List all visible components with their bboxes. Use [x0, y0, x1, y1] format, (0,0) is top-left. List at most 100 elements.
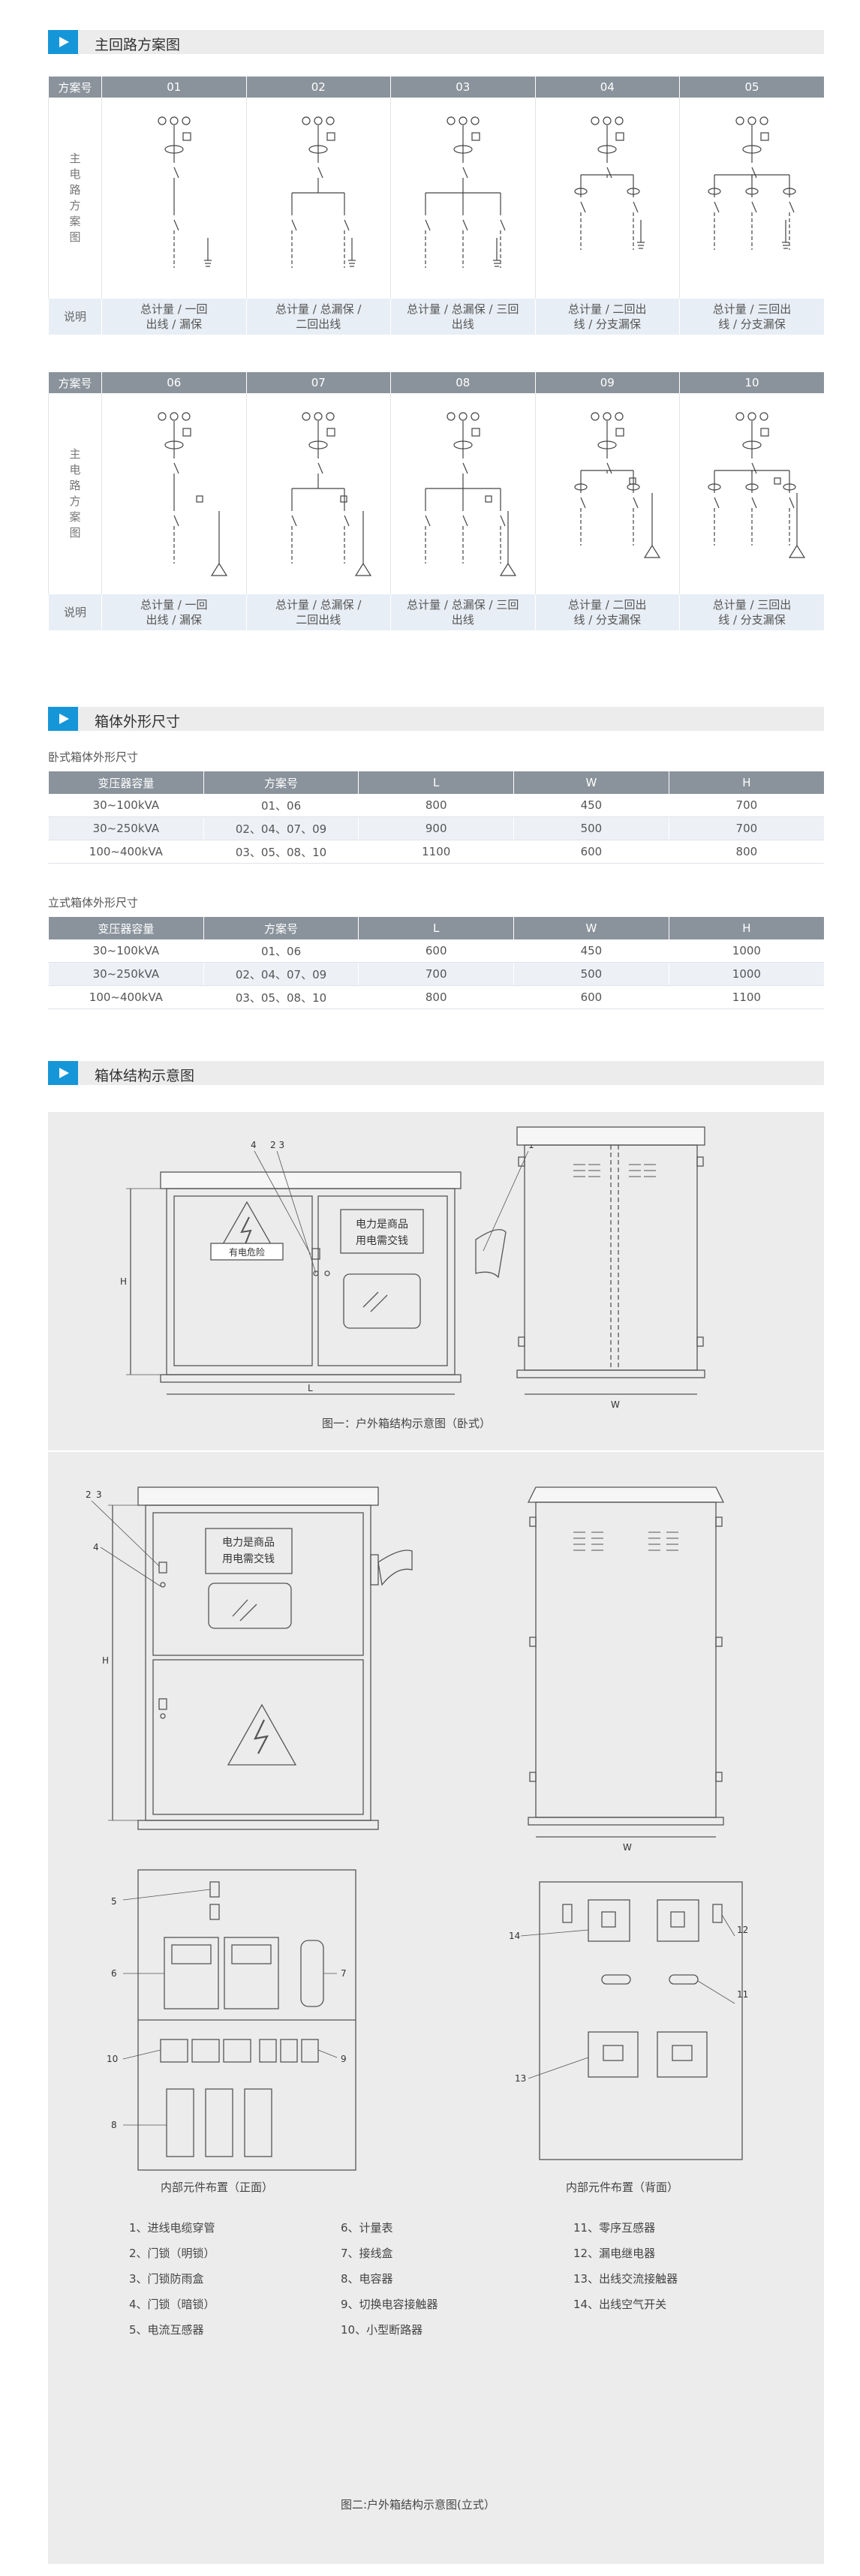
col-header: L — [358, 771, 514, 794]
front-internal-layout: 5 6 7 8 9 10 — [107, 1869, 356, 2171]
cell: 700 — [668, 816, 824, 840]
play-icon — [48, 707, 78, 731]
structure-drawings: 电力是商品 用电需交钱 有电危险 H L 4 2 3 1 — [48, 1126, 824, 2171]
circuit-lines — [425, 116, 506, 268]
door-sign-line2: 用电需交钱 — [356, 1234, 408, 1247]
svg-text:H: H — [102, 1655, 109, 1666]
cell: 800 — [358, 985, 514, 1009]
col-header: 方案号 — [203, 917, 359, 939]
legend-item: 6、计量表 — [341, 2221, 393, 2235]
scheme-number: 07 — [245, 372, 391, 393]
table-row: 100~400kVA 03、05、08、10 1100 600 800 — [48, 840, 824, 864]
cell: 03、05、08、10 — [203, 985, 359, 1009]
legend-item: 7、接线盒 — [341, 2247, 393, 2260]
vertical-dimension-table: 变压器容量 方案号 L W H 30~100kVA 01、06 600 450 … — [48, 917, 824, 1009]
col-header: H — [668, 917, 824, 939]
circuit-diagram-10 — [679, 393, 824, 594]
cell: 900 — [358, 816, 514, 840]
scheme-header-label: 方案号 — [48, 77, 102, 98]
section-title: 箱体外形尺寸 — [95, 714, 181, 730]
scheme-number: 01 — [101, 77, 246, 98]
cell: 30~250kVA — [48, 962, 204, 986]
cell: 800 — [358, 794, 514, 817]
callout-4: 4 — [251, 1140, 257, 1150]
vertical-cabinet-front: 电力是商品 用电需交钱 H 2 3 4 — [86, 1486, 413, 1830]
cell: 02、04、07、09 — [203, 962, 359, 986]
circuit-diagram-08 — [390, 393, 535, 594]
legend-item: 13、出线交流接触器 — [573, 2272, 678, 2286]
scheme-number: 09 — [534, 372, 680, 393]
circuit-diagram-06 — [101, 393, 246, 594]
callout-2-3: 2 3 — [270, 1140, 284, 1150]
circuit-diagram-02 — [245, 98, 391, 299]
play-icon — [48, 1061, 78, 1085]
cell: 600 — [358, 939, 514, 963]
svg-text:W: W — [623, 1842, 632, 1853]
dim-label-H: H — [120, 1276, 127, 1287]
back-layout-caption: 内部元件布置（背面） — [566, 2181, 679, 2194]
col-header: W — [513, 771, 669, 794]
col-header: W — [513, 917, 669, 939]
col-header: 变压器容量 — [48, 771, 204, 794]
scheme-note: 总计量 / 总漏保 / 三回 出线 — [390, 299, 535, 335]
circuit-lines — [425, 412, 516, 576]
cell: 500 — [513, 962, 669, 986]
scheme-note: 总计量 / 二回出 线 / 分支漏保 — [534, 299, 680, 335]
scheme-note-label: 说明 — [48, 594, 102, 630]
table-row: 100~400kVA 03、05、08、10 800 600 1100 — [48, 985, 824, 1009]
callout-11: 11 — [737, 1989, 748, 2000]
scheme-side-label: 主 电 路 方 案 图 — [48, 393, 102, 594]
circuit-diagram-09 — [534, 393, 680, 594]
section-title: 主回路方案图 — [95, 37, 181, 53]
vertical-cabinet-side: W — [527, 1486, 725, 1853]
circuit-lines — [158, 116, 212, 268]
play-icon — [48, 30, 78, 54]
cell: 700 — [668, 794, 824, 817]
scheme-note: 总计量 / 总漏保 / 二回出线 — [245, 594, 391, 630]
callout-12: 12 — [737, 1925, 748, 1935]
table-row: 30~250kVA 02、04、07、09 700 500 1000 — [48, 962, 824, 986]
circuit-diagram-05 — [679, 98, 824, 299]
cell: 01、06 — [203, 939, 359, 963]
dim-label-L: L — [308, 1383, 313, 1393]
scheme-header-label: 方案号 — [48, 372, 102, 393]
callout-2: 2 — [86, 1489, 92, 1500]
svg-text:用电需交钱: 用电需交钱 — [222, 1553, 275, 1565]
scheme-note: 总计量 / 三回出 线 / 分支漏保 — [679, 594, 824, 630]
scheme-number: 04 — [534, 77, 680, 98]
front-layout-caption: 内部元件布置（正面） — [161, 2181, 274, 2194]
callout-10: 10 — [107, 2054, 118, 2064]
cell: 02、04、07、09 — [203, 816, 359, 840]
scheme-note: 总计量 / 总漏保 / 三回 出线 — [390, 594, 535, 630]
fig2-caption: 图二:户外箱结构示意图(立式） — [341, 2498, 495, 2511]
scheme-note-label: 说明 — [48, 299, 102, 335]
col-header: 方案号 — [203, 771, 359, 794]
table-row: 30~100kVA 01、06 600 450 1000 — [48, 939, 824, 963]
legend-item: 11、零序互感器 — [573, 2221, 656, 2235]
callout-9: 9 — [341, 2054, 347, 2064]
section-header-dimensions: 箱体外形尺寸 — [48, 707, 824, 731]
scheme-number: 02 — [245, 77, 391, 98]
circuit-lines — [158, 412, 227, 576]
callout-5: 5 — [111, 1896, 117, 1907]
legend-item: 1、进线电缆穿管 — [129, 2221, 215, 2235]
cell: 100~400kVA — [48, 985, 204, 1009]
warn-sign: 有电危险 — [229, 1246, 265, 1258]
scheme-side-label: 主 电 路 方 案 图 — [48, 98, 102, 299]
cell: 700 — [358, 962, 514, 986]
legend-item: 4、门锁（暗锁） — [129, 2298, 215, 2311]
horizontal-cabinet-front: 电力是商品 用电需交钱 有电危险 H L 4 2 3 1 — [120, 1140, 534, 1395]
back-internal-layout: 11 12 13 14 — [509, 1881, 748, 2160]
cell: 1100 — [668, 985, 824, 1009]
legend-item: 10、小型断路器 — [341, 2323, 423, 2337]
horizontal-table-title: 卧式箱体外形尺寸 — [48, 750, 139, 764]
col-header: 变压器容量 — [48, 917, 204, 939]
cell: 30~250kVA — [48, 816, 204, 840]
cell: 450 — [513, 794, 669, 817]
table-row: 30~100kVA 01、06 800 450 700 — [48, 794, 824, 817]
legend-col2: 6、计量表 7、接线盒 8、电容器 9、切换电容接触器 10、小型断路器 — [341, 2215, 438, 2343]
scheme-note: 总计量 / 三回出 线 / 分支漏保 — [679, 299, 824, 335]
scheme-number: 06 — [101, 372, 246, 393]
legend-item: 12、漏电继电器 — [573, 2247, 656, 2260]
cell: 500 — [513, 816, 669, 840]
